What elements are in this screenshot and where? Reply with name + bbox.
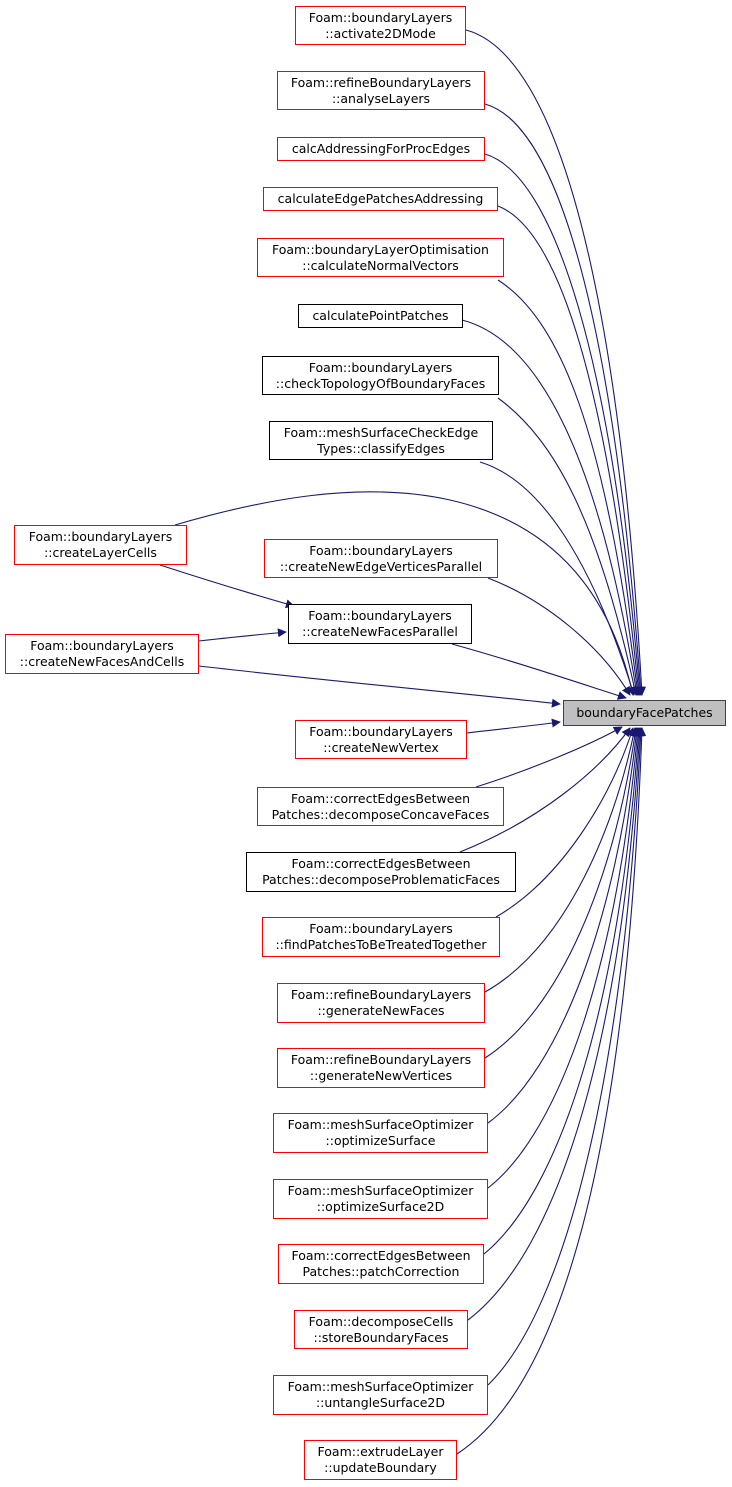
- node-label-line: Foam::boundaryLayers: [308, 9, 453, 25]
- node-label-line: Foam::refineBoundaryLayers: [290, 74, 472, 90]
- node-label-line: ::createNewEdgeVerticesParallel: [279, 558, 483, 574]
- edge-analyseLayers-to-boundaryFacePatches: [484, 103, 645, 696]
- node-label-line: Foam::boundaryLayerOptimisation: [272, 241, 489, 257]
- edge-createLayerCells-to-boundaryFacePatches: [174, 491, 636, 696]
- node-untangleSurface2D[interactable]: Foam::meshSurfaceOptimizer::untangleSurf…: [273, 1375, 488, 1415]
- node-calculatePointPatches[interactable]: calculatePointPatches: [298, 304, 463, 328]
- node-label-line: ::calculateNormalVectors: [302, 257, 459, 273]
- node-label-line: Foam::refineBoundaryLayers: [290, 987, 472, 1002]
- node-label-line: Foam::decomposeCells: [308, 1313, 454, 1329]
- node-label-line: calcAddressingForProcEdges: [291, 141, 471, 156]
- edge-decomposeProblematicFaces-to-boundaryFacePatches: [459, 727, 631, 853]
- node-label-line: ::analyseLayers: [331, 90, 431, 106]
- node-label-line: Foam::meshSurfaceOptimizer: [287, 1379, 474, 1394]
- edge-createNewVertex-to-boundaryFacePatches: [466, 718, 561, 734]
- edge-patchCorrection-to-boundaryFacePatches: [483, 727, 643, 1255]
- node-label-line: Foam::extrudeLayer: [317, 1444, 444, 1459]
- node-label-line: calculateEdgePatchesAddressing: [277, 191, 484, 206]
- node-boundaryFacePatches: boundaryFacePatches: [563, 700, 726, 726]
- edge-createNewFacesParallel-to-boundaryFacePatches: [451, 643, 627, 700]
- node-createNewFacesAndCells[interactable]: Foam::boundaryLayers::createNewFacesAndC…: [5, 634, 199, 674]
- node-label-line: Types::classifyEdges: [317, 440, 445, 456]
- edge-createLayerCells-to-createNewFacesParallel: [159, 564, 295, 609]
- node-createNewEdgeVerticesParallel[interactable]: Foam::boundaryLayers::createNewEdgeVerti…: [264, 539, 498, 578]
- node-label-line: Foam::boundaryLayers: [309, 542, 453, 558]
- node-label-line: Patches::decomposeProblematicFaces: [262, 872, 500, 887]
- node-findPatchesToBeTreatedTogether[interactable]: Foam::boundaryLayers::findPatchesToBeTre…: [262, 917, 500, 957]
- edge-generateNewVertices-to-boundaryFacePatches: [484, 727, 640, 1059]
- edge-checkTopologyOfBoundaryFaces-to-boundaryFacePatches: [497, 397, 639, 696]
- node-label-line: calculatePointPatches: [312, 308, 449, 323]
- node-label-line: Foam::correctEdgesBetween: [291, 1248, 471, 1263]
- node-calcAddressingForProcEdges[interactable]: calcAddressingForProcEdges: [277, 137, 485, 161]
- node-label-line: ::generateNewVertices: [309, 1068, 453, 1083]
- edge-createNewFacesAndCells-to-boundaryFacePatches: [198, 665, 561, 708]
- edge-calculateEdgePatchesAddressing-to-boundaryFacePatches: [497, 205, 643, 696]
- node-label-line: ::createLayerCells: [44, 545, 157, 560]
- node-storeBoundaryFaces[interactable]: Foam::decomposeCells::storeBoundaryFaces: [294, 1310, 468, 1349]
- node-label-line: ::findPatchesToBeTreatedTogether: [275, 937, 487, 952]
- node-label-line: Foam::boundaryLayers: [28, 529, 173, 544]
- node-label-line: Patches::patchCorrection: [302, 1264, 460, 1279]
- edge-calcAddressingForProcEdges-to-boundaryFacePatches: [484, 153, 644, 696]
- node-label-line: Foam::boundaryLayers: [308, 359, 453, 375]
- node-createLayerCells[interactable]: Foam::boundaryLayers::createLayerCells: [14, 525, 187, 565]
- node-activate2DMode[interactable]: Foam::boundaryLayers::activate2DMode: [295, 6, 466, 45]
- node-label-line: ::activate2DMode: [325, 25, 436, 41]
- node-label-line: Foam::boundaryLayers: [309, 921, 453, 936]
- node-label-line: Foam::correctEdgesBetween: [291, 856, 471, 871]
- node-label-line: Foam::meshSurfaceOptimizer: [287, 1183, 474, 1198]
- edge-generateNewFaces-to-boundaryFacePatches: [484, 727, 638, 993]
- edge-activate2DMode-to-boundaryFacePatches: [465, 29, 647, 696]
- node-calculateNormalVectors[interactable]: Foam::boundaryLayerOptimisation::calcula…: [257, 238, 504, 277]
- node-label-line: ::optimizeSurface: [325, 1133, 436, 1148]
- node-label-line: ::updateBoundary: [324, 1460, 437, 1475]
- node-label-line: Foam::meshSurfaceOptimizer: [287, 1117, 474, 1132]
- node-label-line: ::optimizeSurface2D: [316, 1199, 445, 1214]
- edge-updateBoundary-to-boundaryFacePatches: [456, 727, 647, 1455]
- node-label-line: Foam::boundaryLayers: [30, 638, 174, 653]
- edge-untangleSurface2D-to-boundaryFacePatches: [487, 727, 646, 1386]
- node-label-line: Foam::meshSurfaceCheckEdge: [283, 424, 479, 440]
- edge-optimizeSurface2D-to-boundaryFacePatches: [487, 727, 642, 1189]
- node-label: boundaryFacePatches: [576, 705, 713, 720]
- node-label-line: ::storeBoundaryFaces: [313, 1329, 449, 1345]
- node-optimizeSurface[interactable]: Foam::meshSurfaceOptimizer::optimizeSurf…: [273, 1113, 488, 1153]
- edge-classifyEdges-to-boundaryFacePatches: [479, 461, 636, 696]
- node-label-line: ::checkTopologyOfBoundaryFaces: [275, 375, 486, 391]
- node-updateBoundary[interactable]: Foam::extrudeLayer::updateBoundary: [304, 1440, 457, 1480]
- node-label-line: Foam::refineBoundaryLayers: [290, 1052, 472, 1067]
- node-generateNewVertices[interactable]: Foam::refineBoundaryLayers::generateNewV…: [277, 1048, 485, 1088]
- node-optimizeSurface2D[interactable]: Foam::meshSurfaceOptimizer::optimizeSurf…: [273, 1179, 488, 1219]
- edge-optimizeSurface-to-boundaryFacePatches: [487, 727, 641, 1124]
- node-analyseLayers[interactable]: Foam::refineBoundaryLayers::analyseLayer…: [277, 71, 485, 110]
- edge-createNewFacesAndCells-to-createNewFacesParallel: [198, 628, 287, 642]
- node-label-line: ::createNewFacesAndCells: [19, 654, 185, 669]
- node-generateNewFaces[interactable]: Foam::refineBoundaryLayers::generateNewF…: [277, 983, 485, 1023]
- node-createNewVertex[interactable]: Foam::boundaryLayers::createNewVertex: [295, 720, 467, 759]
- node-calculateEdgePatchesAddressing[interactable]: calculateEdgePatchesAddressing: [263, 187, 498, 211]
- edge-calculatePointPatches-to-boundaryFacePatches: [461, 319, 641, 696]
- edge-calculateNormalVectors-to-boundaryFacePatches: [497, 279, 642, 696]
- node-label-line: ::createNewFacesParallel: [302, 624, 458, 639]
- node-createNewFacesParallel[interactable]: Foam::boundaryLayers::createNewFacesPara…: [288, 604, 472, 644]
- edge-decomposeConcaveFaces-to-boundaryFacePatches: [475, 726, 623, 788]
- node-label-line: Foam::correctEdgesBetween: [290, 790, 471, 806]
- node-label-line: ::generateNewFaces: [317, 1003, 445, 1018]
- edge-createNewEdgeVerticesParallel-to-boundaryFacePatches: [487, 577, 631, 696]
- node-label-line: ::untangleSurface2D: [315, 1395, 446, 1410]
- node-label-line: Foam::boundaryLayers: [309, 723, 453, 739]
- node-label-line: Foam::boundaryLayers: [308, 608, 452, 623]
- edge-storeBoundaryFaces-to-boundaryFacePatches: [467, 727, 645, 1321]
- node-checkTopologyOfBoundaryFaces[interactable]: Foam::boundaryLayers::checkTopologyOfBou…: [262, 356, 499, 395]
- edge-findPatchesToBeTreatedTogether-to-boundaryFacePatches: [495, 727, 635, 918]
- node-label-line: ::createNewVertex: [323, 739, 439, 755]
- node-label-line: Patches::decomposeConcaveFaces: [271, 806, 490, 822]
